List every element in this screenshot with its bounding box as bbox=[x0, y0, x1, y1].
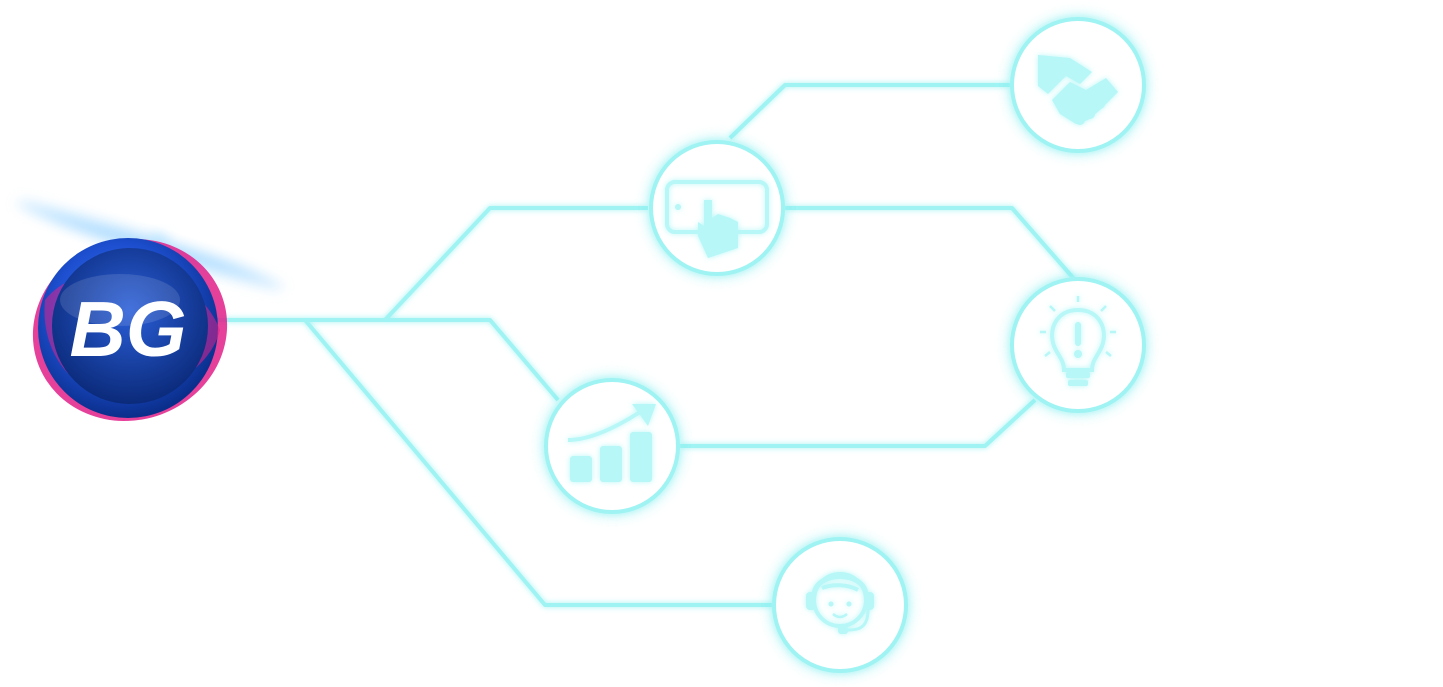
node-mobile-touch bbox=[646, 137, 788, 279]
line-to-support bbox=[303, 318, 775, 607]
logo-text: BG bbox=[70, 285, 187, 373]
line-mobile-to-handshake bbox=[728, 83, 1012, 140]
line-to-mobile bbox=[383, 206, 648, 322]
handshake-icon bbox=[1038, 55, 1118, 125]
headset-support-icon bbox=[806, 572, 874, 634]
line-to-growth bbox=[305, 318, 560, 402]
bg-logo: BG bbox=[16, 200, 284, 421]
fade-lines bbox=[908, 83, 1430, 607]
line-mobile-to-idea bbox=[785, 206, 1077, 282]
node-handshake bbox=[1007, 14, 1149, 156]
node-support bbox=[769, 534, 911, 676]
node-growth bbox=[541, 375, 683, 517]
lightbulb-icon bbox=[1040, 296, 1116, 386]
node-idea bbox=[1007, 274, 1149, 416]
connection-lines bbox=[215, 83, 1077, 607]
line-growth-to-idea bbox=[680, 398, 1037, 448]
tablet-touch-icon bbox=[665, 180, 769, 258]
growth-chart-icon bbox=[567, 404, 656, 482]
